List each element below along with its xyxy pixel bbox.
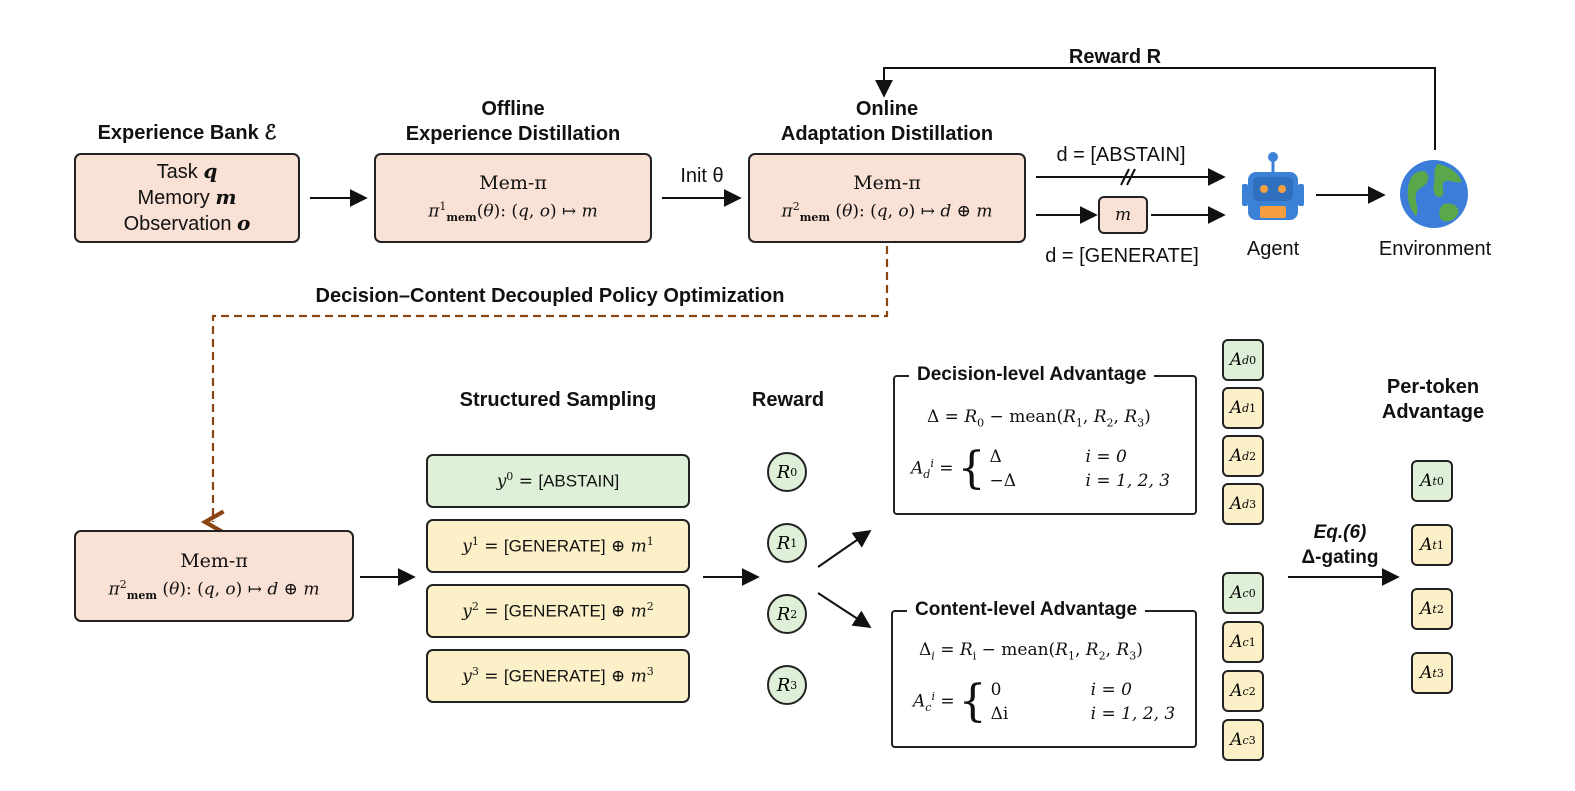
sample-y2-label: y2 = [GENERATE] ⊕ m2: [462, 600, 654, 622]
online-formula: π2mem (θ): (q, o) ↦ d ⊕ m: [781, 199, 993, 225]
per-token-title-line1: Per-token: [1386, 376, 1480, 398]
decision-brace: {: [957, 443, 986, 494]
reward-title: Reward: [751, 389, 825, 411]
dcdpo-dashed-arrow: [200, 246, 889, 535]
decision-case0-cond: i = 0: [1085, 447, 1127, 467]
abstain-break-mark-2: [1126, 168, 1136, 186]
online-title-line2: Adaptation Distillation: [780, 123, 994, 145]
online-box-title: Mem-π: [853, 171, 921, 194]
arrow-reward-to-content: [817, 592, 872, 628]
memory-chip-label: m: [1114, 205, 1132, 225]
decision-level-panel: Decision-level Advantage Δ = R0 − mean(R…: [893, 364, 1197, 515]
decision-panel-title: Decision-level Advantage: [909, 364, 1155, 386]
content-case0-cond: i = 0: [1090, 680, 1132, 700]
sample-y0-label: y0 = [ABSTAIN]: [496, 470, 620, 492]
decision-delta-equation: Δ = R0 − mean(R1, R2, R3): [927, 407, 1151, 430]
observation-line: Observation o: [124, 211, 251, 237]
abstain-break-mark-1: [1120, 168, 1130, 186]
per-token-title-line2: Advantage: [1381, 401, 1485, 423]
offline-title-line2: Experience Distillation: [405, 123, 621, 145]
robot-icon: [1238, 150, 1308, 226]
reward-feedback-label: Reward R: [1068, 46, 1162, 68]
content-delta-equation: Δi = Ri − mean(R1, R2, R3): [919, 640, 1143, 663]
structured-sampling-title: Structured Sampling: [459, 389, 657, 411]
policy-mem-pi-box: Mem-π π2mem (θ): (q, o) ↦ d ⊕ m: [74, 530, 354, 622]
sample-y2: y2 = [GENERATE] ⊕ m2: [426, 584, 690, 638]
globe-icon: [1398, 158, 1470, 230]
sample-y0: y0 = [ABSTAIN]: [426, 454, 690, 508]
content-case1-cond: i = 1, 2, 3: [1090, 704, 1176, 724]
content-cases-lhs: Aci =: [913, 689, 955, 715]
online-title-line1: Online: [855, 98, 919, 120]
observation-symbol: o: [237, 211, 251, 235]
offline-title: Offline Experience Distillation: [374, 97, 652, 147]
gating-label: Eq.(6) Δ-gating: [1290, 520, 1390, 570]
memory-label: Memory: [137, 187, 210, 209]
content-panel-title: Content-level Advantage: [907, 599, 1146, 621]
offline-formula: π1mem(θ): (q, o) ↦ m: [428, 199, 598, 225]
task-symbol: q: [203, 159, 218, 183]
sample-y1-label: y1 = [GENERATE] ⊕ m1: [462, 535, 654, 557]
offline-title-line1: Offline: [481, 98, 545, 120]
content-case1-value: Δi: [990, 704, 1009, 724]
arrow-reward-to-decision: [817, 529, 872, 568]
sample-y3: y3 = [GENERATE] ⊕ m3: [426, 649, 690, 703]
experience-bank-box: Task q Memory m Observation o: [74, 153, 300, 243]
sample-y1: y1 = [GENERATE] ⊕ m1: [426, 519, 690, 573]
content-level-panel: Content-level Advantage Δi = Ri − mean(R…: [891, 599, 1197, 748]
policy-box-title: Mem-π: [180, 549, 248, 572]
online-title: Online Adaptation Distillation: [748, 97, 1026, 147]
sample-y3-label: y3 = [GENERATE] ⊕ m3: [462, 665, 654, 687]
content-case0-value: 0: [990, 680, 1002, 700]
memory-chip: m: [1098, 196, 1148, 234]
online-mem-pi-box: Mem-π π2mem (θ): (q, o) ↦ d ⊕ m: [748, 153, 1026, 243]
observation-label: Observation: [123, 213, 232, 235]
policy-formula: π2mem (θ): (q, o) ↦ d ⊕ m: [108, 577, 320, 603]
decision-cases-lhs: Adi =: [911, 456, 954, 482]
init-theta-label: Init θ: [680, 165, 724, 187]
abstain-decision-label: d = [ABSTAIN]: [1056, 144, 1186, 166]
agent-label: Agent: [1246, 238, 1300, 260]
dcdpo-label: Decision–Content Decoupled Policy Optimi…: [315, 285, 785, 307]
memory-symbol: m: [215, 185, 237, 209]
memory-line: Memory m: [138, 185, 237, 211]
generate-decision-label: d = [GENERATE]: [1045, 245, 1199, 267]
content-cases: Aci = { 0 i = 0 Δi i = 1, 2, 3: [913, 678, 1175, 726]
environment-label: Environment: [1378, 238, 1492, 260]
task-line: Task q: [157, 159, 218, 185]
decision-case1-value: −Δ: [989, 471, 1017, 491]
offline-box-title: Mem-π: [479, 171, 547, 194]
decision-case0-value: Δ: [989, 447, 1002, 467]
task-label: Task: [156, 161, 198, 183]
gating-delta-label: Δ-gating: [1301, 547, 1379, 568]
content-brace: {: [958, 676, 987, 727]
reward-feedback-arrow: [875, 67, 1436, 150]
per-token-title: Per-token Advantage: [1370, 375, 1496, 425]
experience-bank-title: Experience Bank ℰ: [97, 122, 277, 144]
decision-case1-cond: i = 1, 2, 3: [1085, 471, 1171, 491]
offline-mem-pi-box: Mem-π π1mem(θ): (q, o) ↦ m: [374, 153, 652, 243]
gating-eq-ref: Eq.(6): [1313, 522, 1367, 543]
